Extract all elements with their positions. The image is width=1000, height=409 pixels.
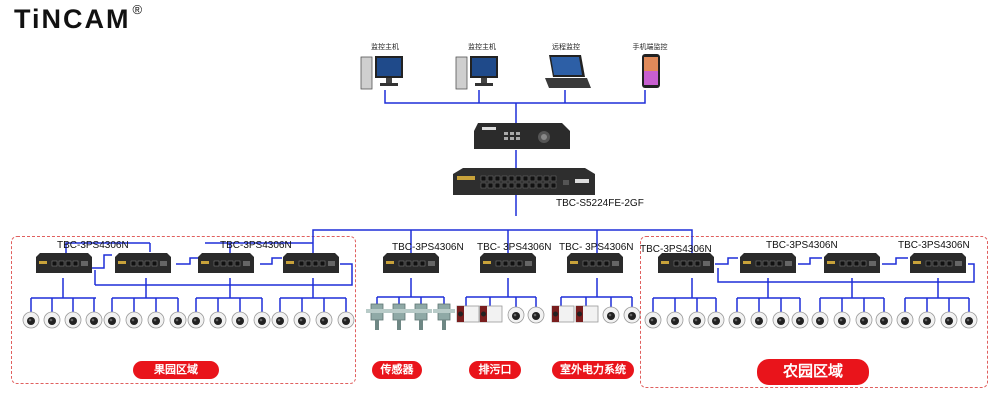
orchard-region-box (11, 236, 356, 384)
switch-label: TBC-3PS4306N (392, 242, 464, 253)
core-switch-model: TBC-S5224FE-2GF (556, 198, 644, 209)
switch-label: TBC- 3PS4306N (559, 242, 634, 253)
drain-tag: 排污口 (469, 361, 521, 379)
network-links (30, 90, 975, 312)
farm-region-tag: 农园区域 (757, 359, 869, 385)
switch-label: TBC-3PS4306N (57, 240, 129, 251)
switch-label: TBC-3PS4306N (898, 240, 970, 251)
switch-label: TBC-3PS4306N (220, 240, 292, 251)
client-label: 监控主机 (468, 44, 496, 51)
client-label: 远程监控 (552, 44, 580, 51)
smartphone-icon (642, 54, 660, 88)
bullet-camera-icon (456, 305, 599, 323)
desktop-pc-icon (360, 56, 403, 90)
client-label: 手机端监控 (632, 44, 668, 51)
switch-label: TBC- 3PS4306N (477, 242, 552, 253)
switch-label: TBC-3PS4306N (766, 240, 838, 251)
farm-region-box (640, 236, 988, 388)
orchard-region-tag: 果园区域 (133, 361, 219, 379)
brand-logo: TiNCAM® (14, 2, 145, 34)
sensor-icon (365, 303, 456, 331)
laptop-icon (545, 55, 591, 88)
client-label: 监控主机 (371, 44, 399, 51)
power-tag: 室外电力系统 (552, 361, 634, 379)
sensor-tag: 传感器 (372, 361, 422, 379)
desktop-pc-icon (455, 56, 498, 90)
switch-label: TBC-3PS4306N (640, 244, 712, 255)
